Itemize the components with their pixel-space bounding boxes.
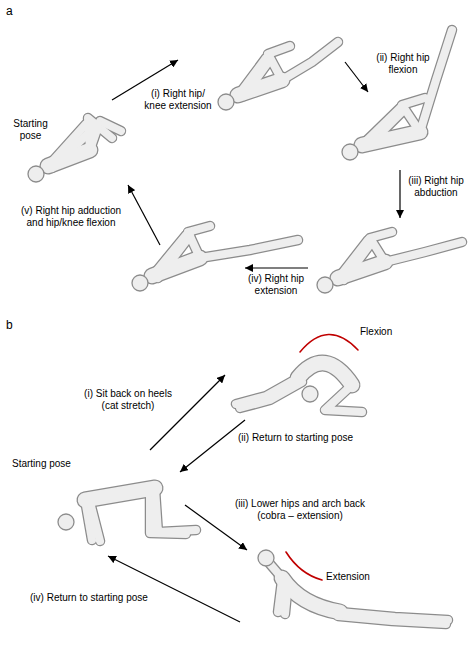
step-label: (i) Sit back on heels (cat stretch) (76, 388, 180, 412)
step-label: (iii) Lower hips and arch back (cobra – … (225, 498, 375, 522)
step-arrow (345, 62, 368, 92)
head (132, 275, 148, 291)
head (58, 514, 74, 530)
head (302, 386, 318, 402)
motion-label: Extension (326, 571, 370, 583)
head (258, 550, 274, 566)
step-label: (iii) Right hip abduction (404, 175, 468, 199)
heads (28, 94, 358, 566)
step-label: (v) Right hip adduction and hip/knee fle… (12, 205, 130, 229)
step-label: (i) Right hip/ knee extension (140, 88, 216, 112)
step-arrow (399, 170, 400, 218)
step-label: (iv) Right hip extension (240, 273, 312, 297)
sequence-arrows (108, 60, 400, 622)
head (317, 277, 333, 293)
step-label: (ii) Right hip flexion (370, 52, 436, 76)
flexion-arc (300, 334, 358, 352)
step-arrow (185, 505, 247, 550)
head (218, 94, 234, 110)
step-label: (iv) Return to starting pose (30, 592, 148, 604)
extension-arc (286, 552, 322, 580)
step-arrow (128, 185, 160, 245)
panel-letter: a (6, 4, 13, 18)
motion-arcs (286, 334, 358, 580)
step-label: (ii) Return to starting pose (238, 432, 353, 444)
limb-fill (50, 30, 462, 624)
motion-label: Flexion (360, 326, 392, 338)
step-arrow (108, 556, 240, 622)
torso-fill (48, 80, 420, 612)
step-arrow (180, 420, 245, 472)
head (28, 166, 44, 182)
panel-letter: b (6, 318, 13, 332)
pose-label: Starting pose (12, 458, 71, 470)
step-arrow (150, 375, 225, 450)
limb-outline (50, 30, 462, 624)
step-arrow (245, 267, 308, 268)
torso-outline (48, 80, 420, 612)
head (342, 144, 358, 160)
pose-label: Starting pose (8, 118, 53, 142)
